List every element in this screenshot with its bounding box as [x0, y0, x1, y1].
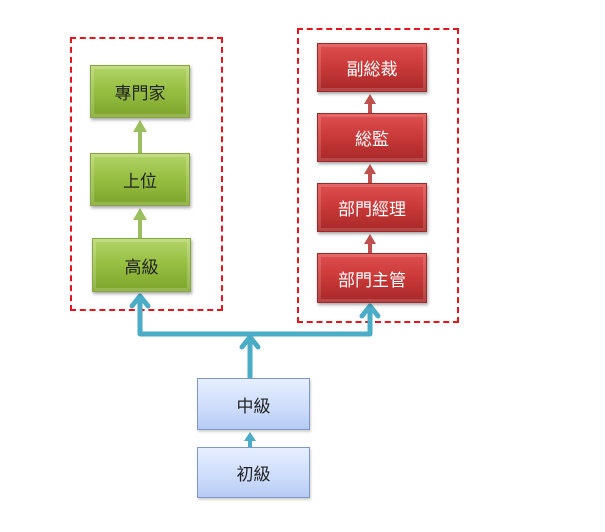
box-senior-upper: 上位 [90, 153, 190, 206]
box-label: 部門主管 [338, 270, 406, 291]
box-label: 中級 [236, 396, 271, 417]
box-label: 高級 [124, 257, 159, 278]
green-arrow-1 [133, 120, 147, 153]
box-junior: 初級 [197, 447, 310, 498]
box-senior: 高級 [92, 238, 191, 292]
box-label: 專門家 [114, 84, 166, 104]
box-vice-president: 副総裁 [317, 43, 427, 92]
green-arrow-2 [133, 208, 147, 238]
box-label: 副総裁 [346, 60, 398, 80]
box-department-manager: 部門經理 [317, 183, 427, 232]
red-arrow-2 [364, 164, 376, 183]
box-director: 総監 [317, 113, 427, 162]
box-department-head: 部門主管 [317, 253, 427, 303]
box-label: 総監 [355, 130, 389, 150]
box-specialist: 專門家 [90, 65, 190, 118]
red-arrow-3 [364, 234, 376, 253]
box-label: 部門經理 [338, 200, 406, 220]
specialist-track-frame [70, 37, 223, 311]
blue-arrow-base [244, 432, 256, 447]
box-intermediate: 中級 [197, 378, 310, 430]
red-arrow-1 [364, 94, 376, 113]
box-label: 初級 [236, 465, 271, 485]
blue-branch-connector [129, 293, 381, 381]
box-label: 上位 [123, 172, 157, 192]
management-track-frame [297, 28, 459, 323]
